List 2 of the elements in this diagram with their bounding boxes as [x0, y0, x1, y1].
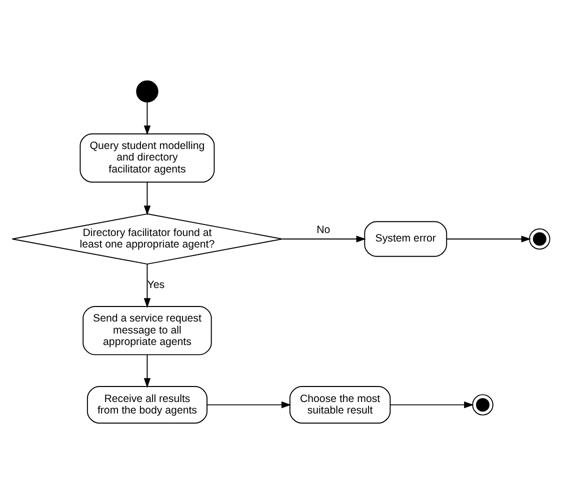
edge-label: Yes	[147, 278, 165, 290]
edge-label: No	[316, 224, 330, 236]
